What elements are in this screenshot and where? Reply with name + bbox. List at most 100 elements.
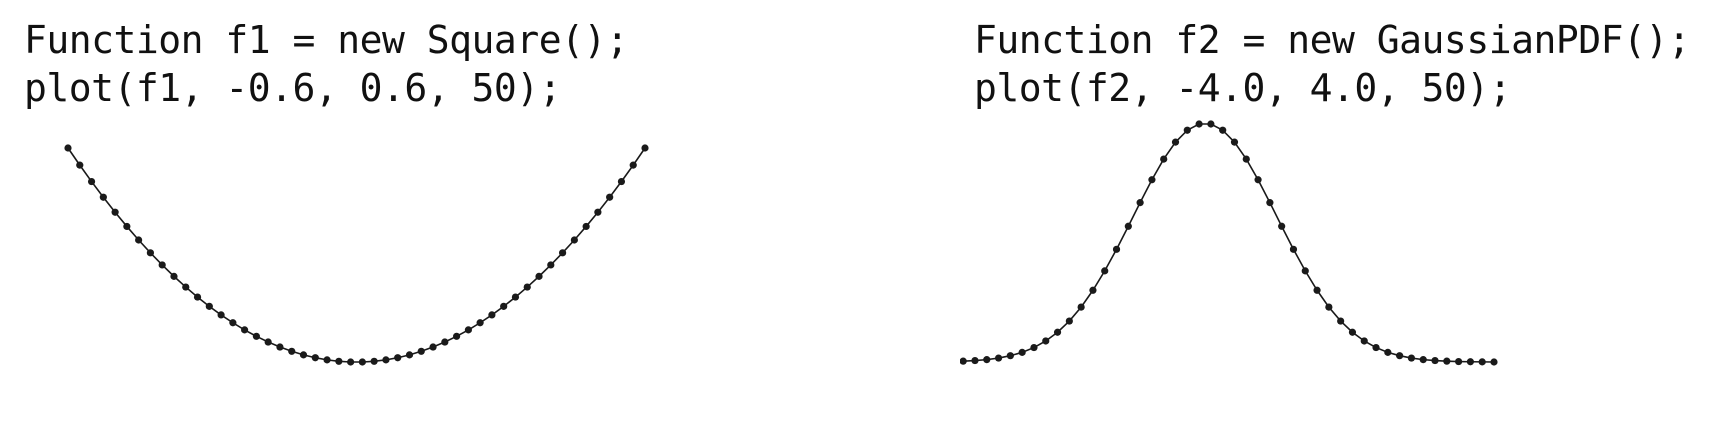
code-line-plot-call: plot(f1, -0.6, 0.6, 50); xyxy=(24,66,562,110)
data-point xyxy=(1160,155,1168,163)
data-point xyxy=(441,338,449,346)
square-plot-panel: Function f1 = new Square();plot(f1, -0.6… xyxy=(24,16,649,366)
data-point xyxy=(547,261,555,269)
data-point xyxy=(394,354,402,362)
data-point xyxy=(606,193,614,201)
data-point xyxy=(299,351,308,359)
data-point xyxy=(405,351,414,359)
data-point xyxy=(193,293,202,301)
data-point xyxy=(252,332,260,340)
data-point xyxy=(370,357,378,365)
data-point xyxy=(629,161,637,169)
data-point xyxy=(1431,356,1439,365)
data-point xyxy=(1455,357,1463,366)
data-point xyxy=(146,249,155,257)
data-point xyxy=(264,338,272,346)
data-point xyxy=(476,319,484,327)
data-point xyxy=(582,222,590,231)
data-point xyxy=(1348,328,1357,336)
data-point xyxy=(1337,317,1345,325)
data-point xyxy=(1195,120,1203,128)
code-line-declaration: Function f2 = new GaussianPDF(); xyxy=(974,18,1691,62)
data-point xyxy=(1313,286,1321,294)
data-point xyxy=(135,236,143,244)
data-point xyxy=(217,311,225,319)
data-point xyxy=(1289,245,1298,253)
data-point xyxy=(1065,317,1073,325)
data-point xyxy=(1301,267,1309,275)
data-point xyxy=(429,343,437,351)
data-point xyxy=(347,358,355,366)
data-point xyxy=(594,208,602,216)
data-point xyxy=(229,319,237,327)
data-point xyxy=(1018,348,1026,356)
data-point xyxy=(1242,155,1250,163)
data-point xyxy=(1006,352,1014,360)
data-point xyxy=(76,161,84,169)
data-point xyxy=(1278,222,1286,230)
data-point xyxy=(158,261,166,269)
data-point xyxy=(87,177,96,186)
data-point xyxy=(182,283,190,291)
data-point xyxy=(1101,267,1109,275)
data-point xyxy=(453,332,461,340)
data-point xyxy=(64,144,72,152)
data-point xyxy=(523,283,531,291)
data-point xyxy=(1112,245,1121,253)
data-point xyxy=(1443,357,1451,365)
code-snippet: Function f2 = new GaussianPDF();plot(f2,… xyxy=(974,16,1691,112)
data-point xyxy=(323,356,331,364)
data-point xyxy=(311,354,319,362)
data-point xyxy=(288,347,296,355)
data-point xyxy=(994,354,1003,362)
data-point xyxy=(1171,138,1180,146)
data-point xyxy=(1360,337,1368,345)
data-point xyxy=(1053,328,1062,336)
data-point xyxy=(1042,337,1050,345)
data-point xyxy=(1148,176,1156,184)
gaussian-pdf-chart xyxy=(960,120,1498,366)
data-point xyxy=(511,293,520,301)
data-point xyxy=(1136,199,1144,207)
data-point xyxy=(1089,286,1097,294)
data-point xyxy=(358,358,366,366)
data-point xyxy=(1219,126,1227,134)
data-point xyxy=(335,357,343,365)
data-point xyxy=(1124,222,1132,230)
data-point xyxy=(241,326,249,334)
data-point xyxy=(1207,120,1215,128)
data-point xyxy=(1266,199,1274,207)
data-point xyxy=(570,236,578,244)
data-point xyxy=(535,272,543,280)
gaussian-plot-panel: Function f2 = new GaussianPDF();plot(f2,… xyxy=(960,0,1724,426)
code-line-plot-call: plot(f2, -4.0, 4.0, 50); xyxy=(974,66,1512,110)
data-point xyxy=(1183,126,1191,134)
data-point xyxy=(500,302,508,310)
data-point xyxy=(1384,348,1392,356)
data-point xyxy=(960,357,967,365)
data-point xyxy=(1030,343,1038,352)
code-snippet: Function f1 = new Square();plot(f1, -0.6… xyxy=(24,16,629,112)
data-point xyxy=(1230,138,1239,146)
data-point xyxy=(205,302,213,310)
data-point xyxy=(170,272,178,280)
data-point xyxy=(1325,303,1333,311)
square-function-chart xyxy=(64,144,649,366)
data-point xyxy=(111,208,119,216)
data-point xyxy=(1077,303,1085,311)
data-point xyxy=(1407,354,1416,362)
data-point xyxy=(983,356,991,364)
data-point xyxy=(971,356,979,365)
series-line xyxy=(67,147,646,363)
data-point xyxy=(417,347,425,355)
data-point xyxy=(1490,358,1498,366)
data-point xyxy=(99,193,107,201)
data-point xyxy=(558,249,567,257)
data-point xyxy=(123,222,131,231)
data-point xyxy=(1254,176,1262,184)
data-point xyxy=(1466,358,1475,366)
data-point xyxy=(488,311,496,319)
data-point xyxy=(641,144,649,152)
series-line xyxy=(960,123,1495,363)
data-point xyxy=(1372,343,1380,352)
